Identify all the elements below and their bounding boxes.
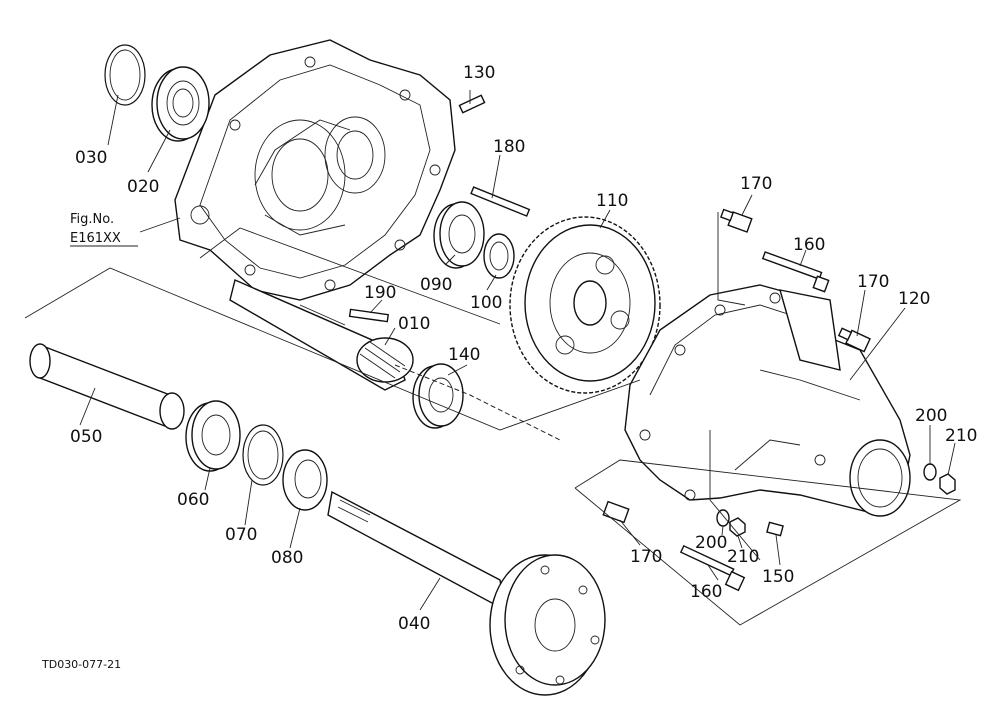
callout-170-top: 170	[740, 174, 772, 194]
callout-070: 070	[225, 525, 257, 545]
gear-110	[509, 216, 661, 394]
callout-200-bottom: 200	[695, 533, 727, 553]
figure-reference: Fig.No. E161XX	[70, 212, 138, 247]
snap-ring-070	[242, 424, 284, 486]
bearing-060	[185, 400, 241, 472]
callout-110: 110	[596, 191, 628, 211]
bolt-170-top	[720, 208, 753, 233]
stud-190	[348, 308, 390, 323]
snap-ring-030	[104, 44, 146, 106]
fig-ref-label: Fig.No.	[70, 212, 114, 227]
stud-180	[470, 186, 531, 217]
callout-040: 040	[398, 614, 430, 634]
callout-100: 100	[470, 293, 502, 313]
bolt-160-bottom	[679, 544, 746, 592]
assembly-lines	[24, 212, 962, 626]
callout-190: 190	[364, 283, 396, 303]
callout-140: 140	[448, 345, 480, 365]
drawing-code: TD030-077-21	[41, 658, 121, 671]
bearing-140	[412, 363, 464, 429]
plug-150	[766, 521, 784, 537]
bearing-020	[151, 66, 210, 142]
sleeve-050	[29, 343, 185, 430]
callout-210-right: 210	[945, 426, 977, 446]
seal-080	[282, 449, 328, 511]
callout-010: 010	[398, 314, 430, 334]
callout-160-bottom: 160	[690, 582, 722, 602]
callout-050: 050	[70, 427, 102, 447]
pin-130	[458, 94, 486, 114]
bearing-090	[433, 201, 485, 269]
callout-060: 060	[177, 490, 209, 510]
callout-120: 120	[898, 289, 930, 309]
bolt-170-right	[837, 327, 871, 353]
callout-200-right: 200	[915, 406, 947, 426]
callout-080: 080	[271, 548, 303, 568]
transmission-case	[174, 39, 456, 301]
nut-210-bottom	[729, 517, 746, 537]
nut-200-bottom	[716, 509, 730, 527]
callout-130: 130	[463, 63, 495, 83]
callout-labels: 030 020 130 180 110 090 100 190 010 140 …	[70, 63, 977, 634]
nut-210-right	[939, 473, 956, 495]
bolt-160-top	[761, 251, 830, 293]
callout-030: 030	[75, 148, 107, 168]
nut-200-right	[923, 463, 937, 481]
callout-180: 180	[493, 137, 525, 157]
bolt-170-bottom	[602, 500, 630, 524]
callout-160-top: 160	[793, 235, 825, 255]
fig-ref-number: E161XX	[70, 231, 121, 246]
pinion-shaft-010	[229, 279, 414, 391]
callout-150: 150	[762, 567, 794, 587]
callout-020: 020	[127, 177, 159, 197]
axle-housing-120	[624, 284, 911, 517]
seal-100	[483, 233, 515, 279]
axle-shaft-040	[327, 490, 606, 696]
callout-210-bottom: 210	[727, 547, 759, 567]
leader-lines	[79, 90, 956, 611]
callout-170-right: 170	[857, 272, 889, 292]
callout-170-bottom: 170	[630, 547, 662, 567]
callout-090: 090	[420, 275, 452, 295]
